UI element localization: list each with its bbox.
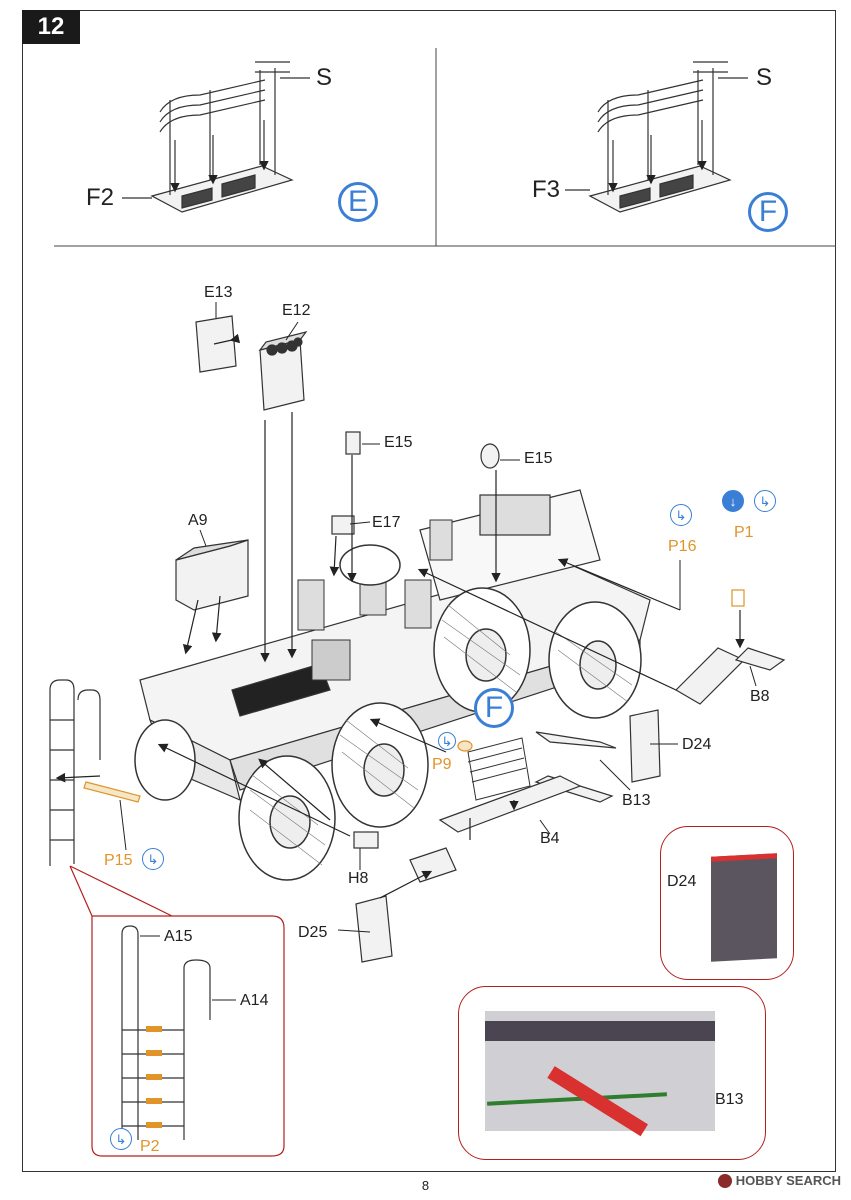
part-label-e17: E17: [372, 514, 401, 531]
glue-icon-p15: ↳: [142, 848, 164, 870]
part-label-b13: B13: [622, 792, 651, 809]
glue-icon-p2: ↳: [110, 1128, 132, 1150]
callout-circle-f: F: [474, 688, 514, 728]
part-label-f2: F2: [86, 184, 115, 211]
page-number: 8: [421, 1178, 430, 1193]
d24-part-render: [711, 853, 777, 962]
detail-b13-label: B13: [715, 1091, 744, 1108]
glue-arrow-icon-p1: ↓: [722, 490, 744, 512]
part-label-f3: F3: [532, 176, 561, 203]
part-label-e15-b: E15: [524, 450, 553, 467]
wheels: [134, 544, 642, 881]
part-label-p2: P2: [140, 1138, 160, 1155]
vehicle-hull: [139, 489, 651, 802]
part-label-d25: D25: [298, 924, 328, 941]
hobby-search-icon: [717, 1173, 732, 1188]
part-label-d24: D24: [682, 736, 712, 753]
detail-d24-label: D24: [667, 873, 697, 890]
watermark: HOBBY SEARCH: [717, 1173, 841, 1188]
glue-icon-p1: ↳: [754, 490, 776, 512]
rack-assembly-e: [122, 61, 310, 213]
part-label-a15: A15: [164, 928, 193, 945]
part-label-p9: P9: [432, 756, 452, 773]
part-label-e12: E12: [282, 302, 311, 319]
step-number: 12: [22, 10, 80, 44]
glue-icon-p16: ↳: [670, 504, 692, 526]
part-label-p16: P16: [668, 538, 697, 555]
glue-icon-p9: ↳: [438, 732, 456, 750]
part-label-h8: H8: [348, 870, 369, 887]
part-label-s-e: S: [316, 64, 333, 91]
detail-d24: D24: [660, 826, 794, 980]
substep-circle-f: F: [748, 192, 788, 232]
substep-circle-e: E: [338, 182, 378, 222]
part-label-b8: B8: [750, 688, 770, 705]
part-label-p1: P1: [734, 524, 754, 541]
part-label-e15-a: E15: [384, 434, 413, 451]
part-label-e13: E13: [204, 284, 233, 301]
detail-b13: B13: [458, 986, 766, 1160]
page-frame: [22, 10, 836, 1172]
part-label-p15: P15: [104, 852, 133, 869]
rack-assembly-f: [565, 61, 748, 213]
part-label-s-f: S: [756, 64, 773, 91]
part-label-a9: A9: [188, 512, 208, 529]
part-label-b4: B4: [540, 830, 560, 847]
part-label-a14: A14: [240, 992, 269, 1009]
